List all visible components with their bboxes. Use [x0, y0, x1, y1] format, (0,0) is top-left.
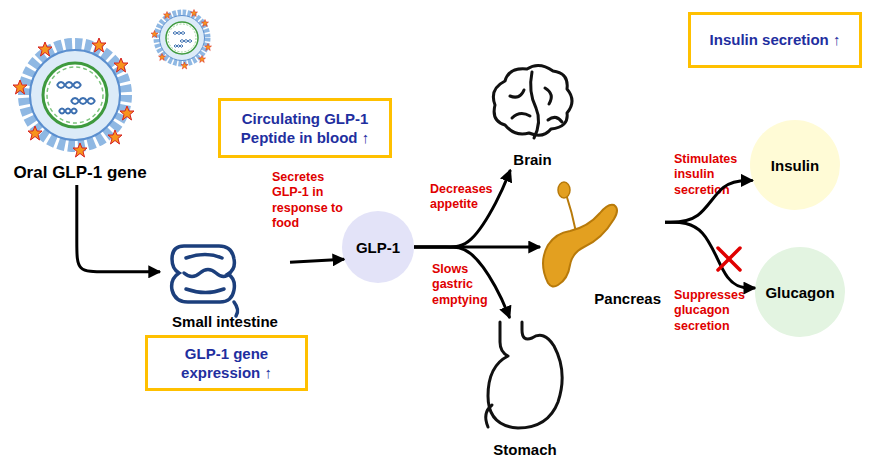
node-text: GLP-1	[356, 239, 400, 256]
edge-label: Decreases appetite	[430, 182, 502, 213]
circle-fill	[755, 247, 845, 337]
edge-label: Secretes GLP-1 in response to food	[272, 170, 354, 231]
node-text: Pancreas	[594, 290, 661, 307]
circle-fill	[342, 211, 414, 283]
node-text: Glucagon	[765, 284, 834, 301]
stomach-icon	[486, 322, 562, 428]
hormone-circle: Insulin	[750, 120, 840, 210]
flow-arrow	[414, 247, 510, 318]
flow-arrow	[414, 170, 510, 247]
organ-node: Small intestine	[160, 235, 290, 332]
highlight-box: Insulin secretion ↑	[688, 12, 862, 68]
node-text: Insulin	[771, 157, 819, 174]
block-cross	[718, 248, 740, 270]
node-text: Small intestine	[172, 313, 278, 330]
gene-carrier: Oral GLP-1 gene	[0, 35, 160, 185]
flow-arrow	[77, 185, 160, 272]
node-text: Circulating GLP-1 Peptide in blood ↑	[229, 109, 381, 148]
pancreas-icon	[543, 182, 617, 287]
hormone-circle: GLP-1	[342, 211, 414, 283]
organ-node: Stomach	[480, 318, 570, 460]
organ-node: Pancreas	[540, 185, 665, 309]
highlight-box: Circulating GLP-1 Peptide in blood ↑	[218, 98, 392, 158]
organ-node: Brain	[490, 65, 575, 170]
brain-icon	[493, 65, 572, 138]
highlight-box: GLP-1 gene expression ↑	[145, 335, 308, 391]
flow-arrow	[290, 259, 344, 262]
flow-arrow	[414, 246, 540, 249]
edge-label: Stimulates insulin secretion	[674, 152, 744, 198]
node-text: Oral GLP-1 gene	[13, 163, 146, 183]
intestine-icon	[172, 246, 238, 316]
node-text: Insulin secretion ↑	[710, 30, 841, 50]
nanoparticle-small	[151, 10, 212, 70]
node-text: Brain	[513, 151, 551, 168]
edge-label: Suppresses glucagon secretion	[674, 288, 746, 334]
edge-label: Slows gastric emptying	[432, 262, 496, 308]
hormone-circle: Glucagon	[755, 247, 845, 337]
edge-group	[77, 170, 755, 318]
nanoparticle-large	[13, 38, 134, 157]
node-text: GLP-1 gene expression ↑	[156, 344, 297, 383]
circle-fill	[750, 120, 840, 210]
flow-arrow	[665, 222, 755, 288]
node-text: Stomach	[493, 441, 556, 458]
